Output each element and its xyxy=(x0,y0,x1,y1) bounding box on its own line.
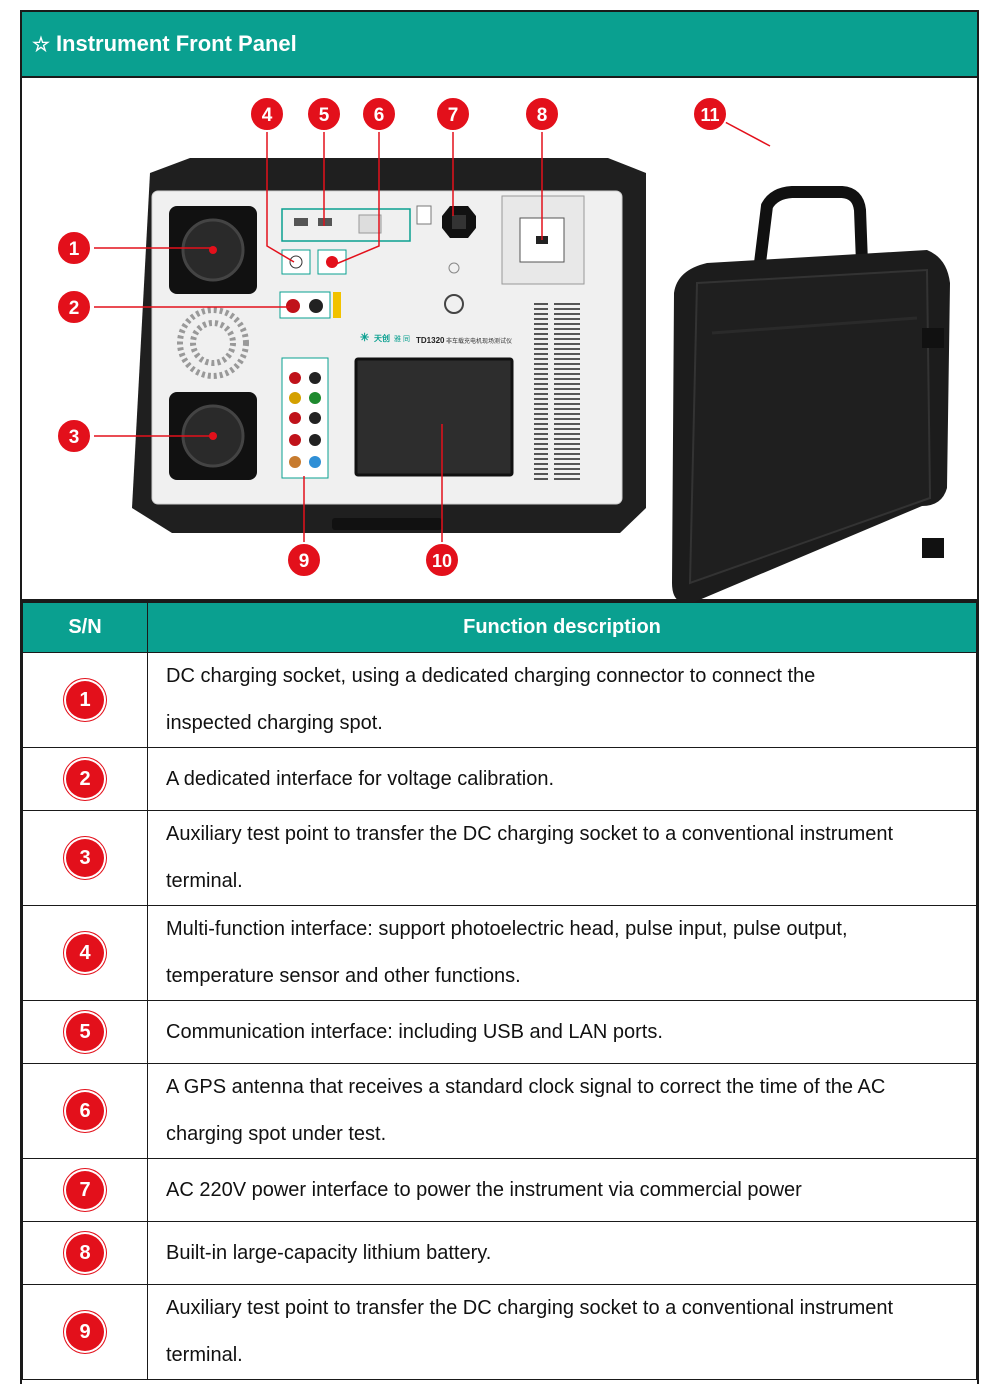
ac-power-inlet xyxy=(416,205,476,238)
svg-text:10: 10 xyxy=(432,551,452,571)
row-number-badge: 5 xyxy=(66,1012,104,1051)
row-number-badge: 8 xyxy=(66,1233,104,1272)
row-number-badge: 4 xyxy=(66,933,104,972)
column-header-sn: S/N xyxy=(22,602,148,653)
description-line: A dedicated interface for voltage calibr… xyxy=(166,767,555,790)
description-line: DC charging socket, using a dedicated ch… xyxy=(166,665,816,687)
svg-text:3: 3 xyxy=(69,427,80,448)
svg-text:5: 5 xyxy=(319,105,330,126)
description-line: temperature sensor and other functions. xyxy=(166,965,521,987)
display-screen xyxy=(354,357,514,477)
star-icon: ☆ xyxy=(32,33,50,56)
callout-badge-4: 4 xyxy=(249,96,285,132)
svg-text:9: 9 xyxy=(299,551,310,572)
row-number-badge: 1 xyxy=(66,680,104,719)
callout-badge-10: 10 xyxy=(424,542,460,578)
vent-slots xyxy=(534,300,580,480)
table-row: 6 A GPS antenna that receives a standard… xyxy=(22,1063,977,1159)
svg-text:1: 1 xyxy=(69,239,80,260)
battery-compartment xyxy=(501,195,585,285)
table-row: 2 A dedicated interface for voltage cali… xyxy=(22,747,977,811)
callout-lines xyxy=(94,113,771,560)
svg-text:6: 6 xyxy=(374,105,385,126)
callout-badge-7: 7 xyxy=(435,96,471,132)
description-line: Built-in large-capacity lithium battery. xyxy=(166,1241,492,1264)
callout-badge-2: 2 xyxy=(56,289,92,325)
model-label: TD1320 xyxy=(416,336,445,345)
brand-text: 天创 xyxy=(374,333,390,343)
callout-badge-1: 1 xyxy=(56,230,92,266)
power-button xyxy=(444,294,464,314)
callout-badge-11: 11 xyxy=(692,96,728,132)
brand-text-rest: 雅 同 xyxy=(394,334,410,343)
ground-terminal xyxy=(448,262,460,274)
svg-text:8: 8 xyxy=(537,105,548,126)
description-line: terminal. xyxy=(166,1344,243,1366)
svg-text:4: 4 xyxy=(262,105,273,126)
auxiliary-test-points xyxy=(281,357,329,479)
carrying-case xyxy=(672,186,950,602)
front-panel-illustration: ✳ 天创 雅 同 TD1320 非车载充电机现场测试仪 xyxy=(56,96,950,602)
svg-text:✳: ✳ xyxy=(360,332,369,344)
description-line: Auxiliary test point to transfer the DC … xyxy=(166,1297,894,1319)
function-table: S/N Function description 1 DC charging s… xyxy=(22,602,977,1380)
svg-text:2: 2 xyxy=(69,298,80,319)
table-header-row: S/N Function description xyxy=(22,602,977,653)
description-line: inspected charging spot. xyxy=(166,712,383,734)
row-number-badge: 2 xyxy=(66,759,104,798)
callout-badge-5: 5 xyxy=(306,96,342,132)
cooling-fan-grille xyxy=(177,307,249,379)
section-title-bar: ☆ Instrument Front Panel xyxy=(22,12,977,78)
table-row: 3 Auxiliary test point to transfer the D… xyxy=(22,810,977,906)
section-title: Instrument Front Panel xyxy=(55,31,297,56)
document-sheet: ☆ Instrument Front Panel xyxy=(20,10,979,1384)
dc-charging-socket-top xyxy=(169,206,257,294)
row-number-badge: 7 xyxy=(66,1170,104,1209)
description-line: AC 220V power interface to power the ins… xyxy=(166,1178,802,1201)
table-row: 8 Built-in large-capacity lithium batter… xyxy=(22,1221,977,1285)
table-row: 4 Multi-function interface: support phot… xyxy=(22,905,977,1001)
callout-badge-3: 3 xyxy=(56,418,92,454)
callout-badge-6: 6 xyxy=(361,96,397,132)
description-line: A GPS antenna that receives a standard c… xyxy=(166,1076,886,1098)
description-line: terminal. xyxy=(166,870,243,892)
column-header-description: Function description xyxy=(147,602,977,653)
svg-text:7: 7 xyxy=(448,105,459,126)
interface-strip xyxy=(281,208,411,275)
table-row: 1 DC charging socket, using a dedicated … xyxy=(22,652,977,748)
table-row: 7 AC 220V power interface to power the i… xyxy=(22,1158,977,1222)
front-panel-figure: ✳ 天创 雅 同 TD1320 非车载充电机现场测试仪 xyxy=(22,78,977,602)
table-row: 5 Communication interface: including USB… xyxy=(22,1000,977,1064)
row-number-badge: 9 xyxy=(66,1312,104,1351)
table-row: 9 Auxiliary test point to transfer the D… xyxy=(22,1284,977,1380)
callout-badge-9: 9 xyxy=(286,542,322,578)
model-subtitle: 非车载充电机现场测试仪 xyxy=(446,337,512,345)
row-number-badge: 3 xyxy=(66,838,104,877)
row-number-badge: 6 xyxy=(66,1091,104,1130)
brand-logo: ✳ 天创 雅 同 xyxy=(360,332,410,344)
svg-text:11: 11 xyxy=(700,105,719,125)
description-line: Auxiliary test point to transfer the DC … xyxy=(166,823,894,845)
voltage-calibration-terminals xyxy=(279,291,341,319)
callout-badge-8: 8 xyxy=(524,96,560,132)
description-line: Communication interface: including USB a… xyxy=(166,1020,663,1043)
description-line: charging spot under test. xyxy=(166,1123,387,1145)
description-line: Multi-function interface: support photoe… xyxy=(166,918,848,940)
